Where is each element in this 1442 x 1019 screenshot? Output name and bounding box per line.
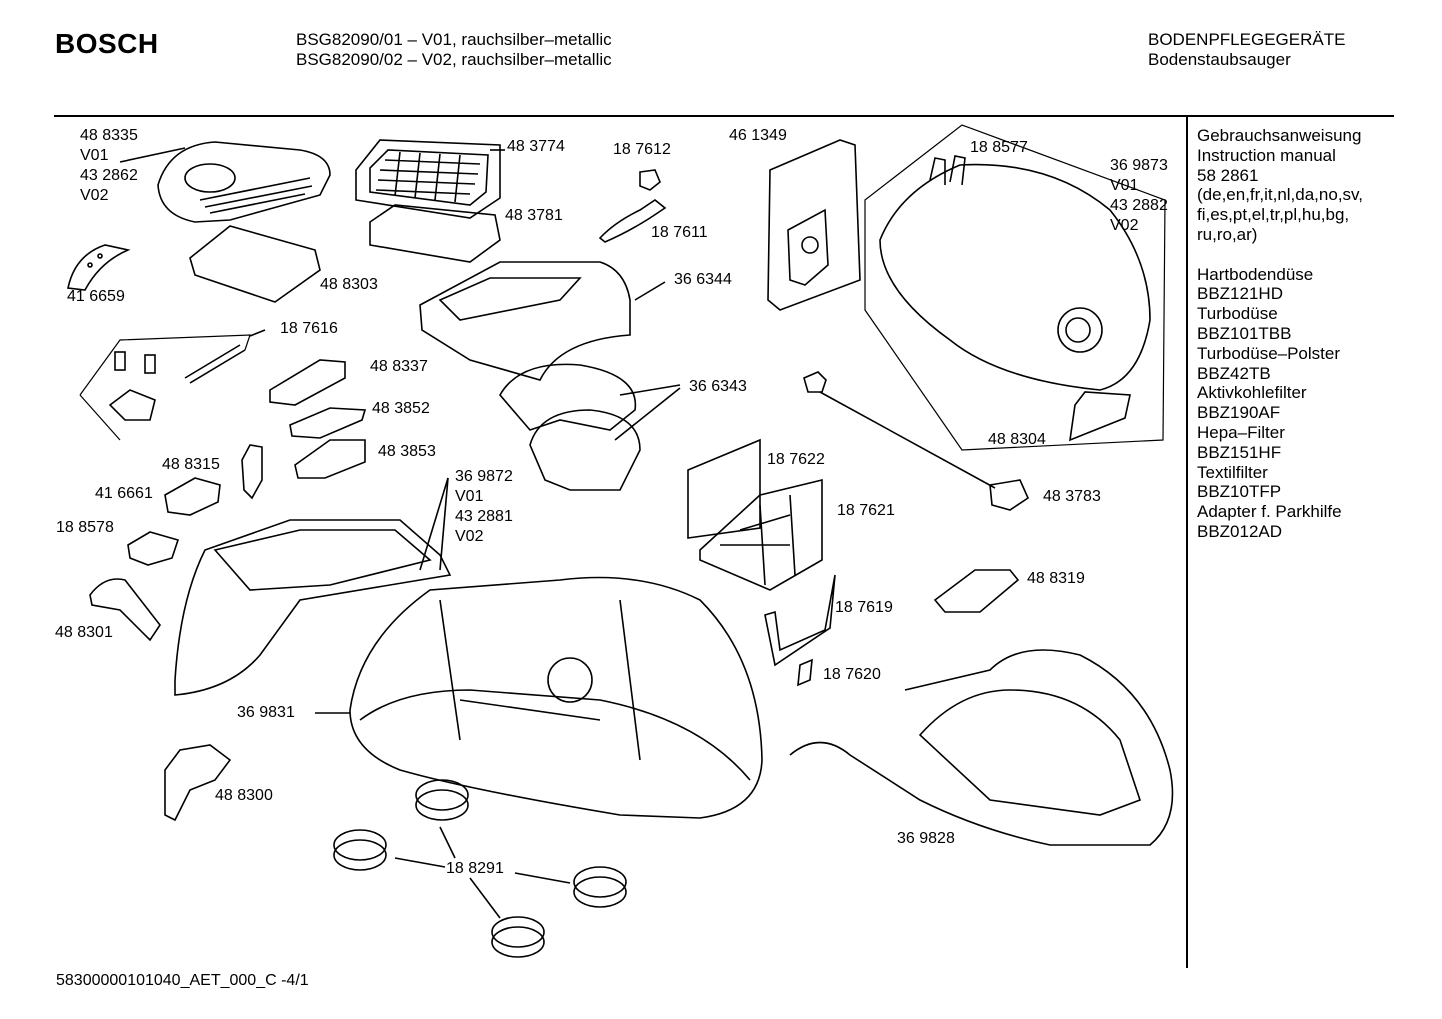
label-483774: 48 3774 — [507, 138, 565, 155]
model-line-1: BSG82090/01 – V01, rauchsilber–metallic — [296, 30, 612, 49]
label-369828: 36 9828 — [897, 830, 955, 847]
part-drawing-488335 — [119, 141, 331, 223]
label-483783: 48 3783 — [1043, 488, 1101, 505]
sidebar-line: 58 2861 — [1197, 165, 1259, 185]
label-488301: 48 8301 — [55, 624, 113, 641]
label-366344: 36 6344 — [674, 271, 732, 288]
label-488337: 48 8337 — [370, 358, 428, 375]
label-483852: 48 3852 — [372, 400, 430, 417]
part-drawing-488303 — [189, 225, 321, 303]
part-drawing-488300 — [164, 744, 232, 822]
part-drawing-187616 — [79, 329, 266, 441]
sidebar-line: Adapter f. Parkhilfe — [1197, 502, 1342, 522]
part-drawing-366344 — [419, 261, 666, 381]
label-187612: 18 7612 — [613, 141, 671, 158]
label-187622: 18 7622 — [767, 451, 825, 468]
part-drawing-416659 — [67, 244, 131, 291]
label-488315: 48 8315 — [162, 456, 220, 473]
label-416659: 41 6659 — [67, 288, 125, 305]
part-drawing-488301 — [89, 578, 161, 642]
sidebar-line: Textilfilter — [1197, 462, 1268, 482]
part-drawing-187621 — [699, 478, 823, 591]
part-drawing-416661 — [164, 477, 221, 516]
sidebar-line: BBZ101TBB — [1197, 323, 1292, 343]
part-drawing-187622 — [687, 438, 761, 539]
label-483853: 48 3853 — [378, 443, 436, 460]
label-187620: 18 7620 — [823, 666, 881, 683]
sidebar-line: BBZ10TFP — [1197, 482, 1282, 502]
label-187619: 18 7619 — [835, 599, 893, 616]
sidebar-line: Turbodüse–Polster — [1197, 343, 1341, 363]
part-drawing-187619 — [764, 574, 836, 667]
label-483781: 48 3781 — [505, 207, 563, 224]
sidebar-line: Hepa–Filter — [1197, 422, 1285, 442]
label-188578: 18 8578 — [56, 519, 114, 536]
label-187611: 18 7611 — [651, 224, 708, 241]
part-drawing-187612 — [639, 169, 661, 191]
label-188291: 18 8291 — [446, 860, 504, 877]
sidebar-line: ru,ro,ar) — [1197, 224, 1258, 244]
part-drawing-188291 — [333, 779, 627, 958]
label-488303: 48 8303 — [320, 276, 378, 293]
sidebar-spacer — [1197, 245, 1363, 265]
sidebar-line: BBZ121HD — [1197, 284, 1283, 304]
model-line-2: BSG82090/02 – V02, rauchsilber–metallic — [296, 50, 612, 69]
part-drawing-188578 — [127, 531, 180, 566]
label-187616: 18 7616 — [280, 320, 338, 337]
subcategory-title: Bodenstaubsauger — [1148, 50, 1291, 69]
part-drawing-369828 — [789, 649, 1174, 846]
sidebar-line: (de,en,fr,it,nl,da,no,sv, — [1197, 185, 1363, 205]
document-footer-code: 58300000101040_AET_000_C -4/1 — [56, 972, 309, 989]
part-drawing-366343 — [499, 363, 681, 491]
part-drawing-369872 — [174, 477, 452, 696]
label-369831: 36 9831 — [237, 704, 295, 721]
sidebar-line: BBZ42TB — [1197, 363, 1271, 383]
label-488304: 48 8304 — [988, 431, 1046, 448]
part-drawing-483852 — [289, 407, 367, 439]
part-drawing-187611 — [598, 199, 667, 243]
label-188577: 18 8577 — [970, 139, 1028, 156]
label-416661: 41 6661 — [95, 485, 153, 502]
part-drawing-187620 — [797, 658, 813, 687]
sidebar-line: Aktivkohlefilter — [1197, 383, 1307, 403]
sidebar-line: BBZ151HF — [1197, 442, 1282, 462]
sidebar-line: Gebrauchsanweisung — [1197, 126, 1362, 145]
sidebar-line: fi,es,pt,el,tr,pl,hu,bg, — [1197, 205, 1350, 225]
label-187621: 18 7621 — [837, 502, 895, 519]
sidebar-line: Turbodüse — [1197, 304, 1278, 324]
part-drawing-461349 — [767, 139, 861, 311]
sidebar-line: Instruction manual — [1197, 145, 1336, 165]
part-drawing-488315 — [241, 444, 263, 500]
part-drawing-488319 — [933, 569, 1020, 613]
label-461349: 46 1349 — [729, 127, 787, 144]
sidebar-line: Hartbodendüse — [1197, 264, 1314, 284]
part-drawing-369831 — [315, 576, 763, 819]
part-drawing-488337 — [269, 359, 346, 406]
sidebar-line: BBZ012AD — [1197, 521, 1283, 541]
sidebar-line: BBZ190AF — [1197, 403, 1281, 423]
part-drawing-483853 — [294, 439, 366, 479]
part-drawing-483783 — [803, 371, 1030, 511]
part-drawing-483781 — [369, 204, 501, 263]
part-drawing-369873 — [864, 124, 1166, 451]
label-366343: 36 6343 — [689, 378, 747, 395]
brand-logo: BOSCH — [55, 28, 159, 59]
category-title: BODENPFLEGEGERÄTE — [1148, 30, 1346, 49]
label-488300: 48 8300 — [215, 787, 273, 804]
part-drawing-483774 — [355, 139, 505, 219]
label-488319: 48 8319 — [1027, 570, 1085, 587]
accessory-sidebar: Gebrauchsanweisung Instruction manual 58… — [1197, 126, 1363, 542]
